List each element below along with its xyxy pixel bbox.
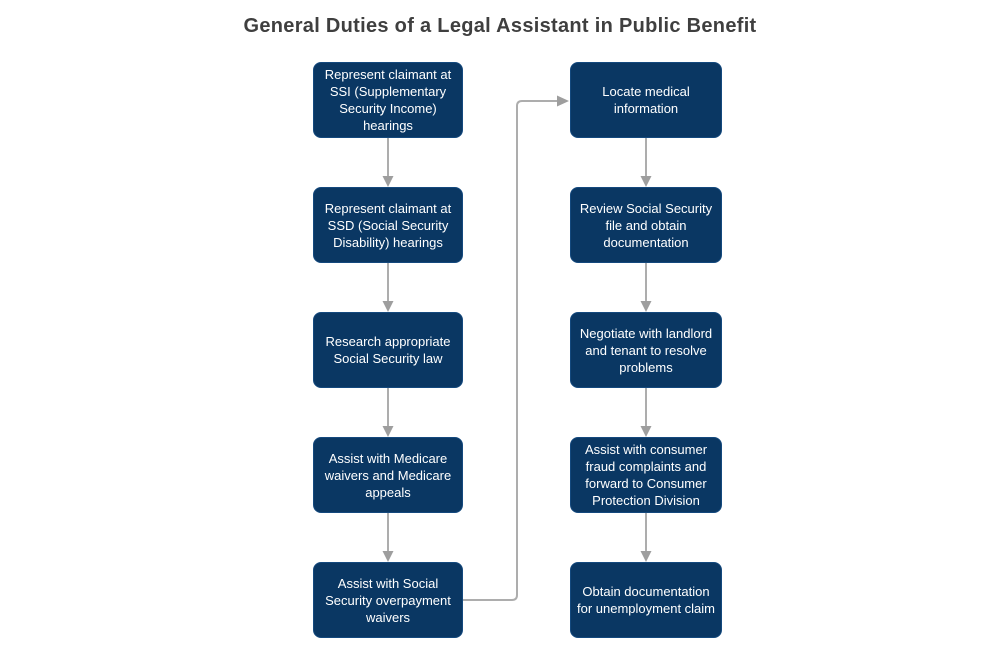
arrow-left-3-to-4 xyxy=(382,388,394,437)
flow-node-consumer-fraud-complaints: Assist with consumer fraud complaints an… xyxy=(570,437,722,513)
flow-node-research-social-security-law: Research appropriate Social Security law xyxy=(313,312,463,388)
flow-node-represent-ssi-hearings: Represent claimant at SSI (Supplementary… xyxy=(313,62,463,138)
flow-node-label: Represent claimant at SSI (Supplementary… xyxy=(324,67,452,133)
flow-node-review-social-security-file: Review Social Security file and obtain d… xyxy=(570,187,722,263)
flow-node-label: Represent claimant at SSD (Social Securi… xyxy=(324,200,452,250)
flow-node-label: Negotiate with landlord and tenant to re… xyxy=(579,325,713,375)
flow-node-label: Assist with consumer fraud complaints an… xyxy=(584,442,708,508)
arrow-right-1-to-2 xyxy=(640,138,652,187)
flow-node-label: Assist with Social Security overpayment … xyxy=(325,575,451,625)
diagram-title: General Duties of a Legal Assistant in P… xyxy=(243,15,757,37)
flow-node-overpayment-waivers: Assist with Social Security overpayment … xyxy=(313,562,463,638)
flow-node-label: Assist with Medicare waivers and Medicar… xyxy=(324,450,452,500)
arrow-left-5-to-right-1 xyxy=(463,95,569,601)
flow-node-label: Locate medical information xyxy=(602,84,690,116)
flow-node-label: Obtain documentation for unemployment cl… xyxy=(577,584,715,616)
arrow-right-3-to-4 xyxy=(640,388,652,437)
flow-node-represent-ssd-hearings: Represent claimant at SSD (Social Securi… xyxy=(313,187,463,263)
arrow-right-4-to-5 xyxy=(640,513,652,562)
flow-node-negotiate-landlord-tenant: Negotiate with landlord and tenant to re… xyxy=(570,312,722,388)
flow-node-label: Review Social Security file and obtain d… xyxy=(579,200,713,250)
arrow-left-4-to-5 xyxy=(382,513,394,562)
arrow-right-2-to-3 xyxy=(640,263,652,312)
flow-node-label: Research appropriate Social Security law xyxy=(325,334,451,366)
flow-node-medicare-waivers-appeals: Assist with Medicare waivers and Medicar… xyxy=(313,437,463,513)
flow-node-unemployment-claim-documentation: Obtain documentation for unemployment cl… xyxy=(570,562,722,638)
flow-node-locate-medical-information: Locate medical information xyxy=(570,62,722,138)
arrow-left-1-to-2 xyxy=(382,138,394,187)
arrow-left-2-to-3 xyxy=(382,263,394,312)
